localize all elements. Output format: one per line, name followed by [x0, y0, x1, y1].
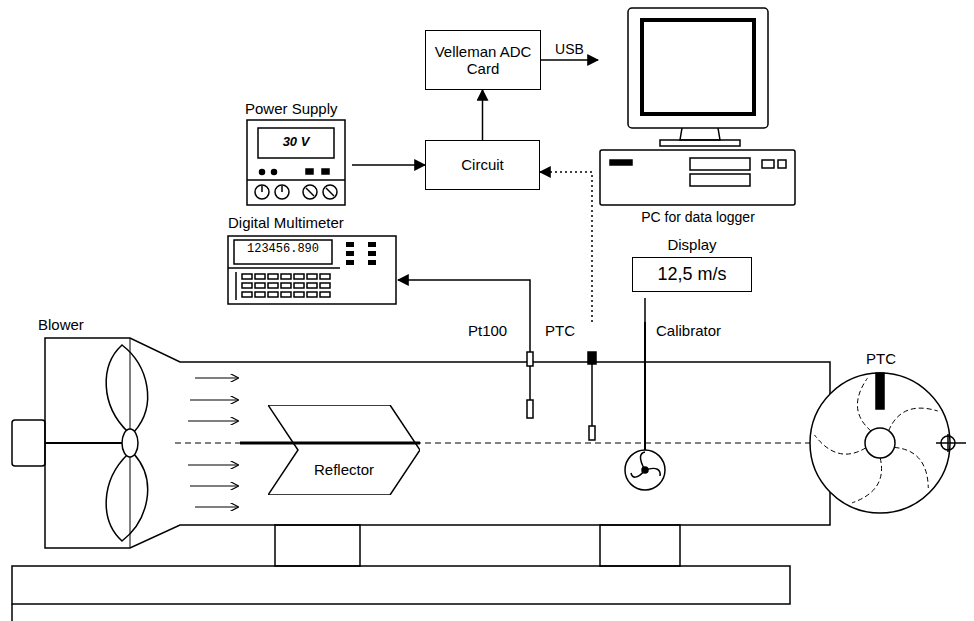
pt100-probe	[527, 322, 533, 418]
connector	[352, 164, 425, 166]
power-supply-illustration	[247, 120, 345, 205]
calibrator-anemometer	[625, 322, 665, 490]
node-label: Digital Multimeter	[228, 214, 396, 231]
speed-display: Display 12,5 m/s	[632, 236, 754, 298]
ptc-sensor	[588, 352, 596, 440]
center-line	[175, 443, 832, 444]
tunnel-end-view	[810, 373, 966, 513]
node-label: Velleman ADC Card	[430, 43, 536, 78]
node-label: Reflector	[298, 461, 390, 478]
power-supply: Power Supply 30 V	[245, 100, 352, 210]
node-value: 123456.890	[235, 243, 331, 257]
node-value: 12,5 m/s	[632, 257, 752, 292]
connector	[540, 172, 592, 322]
tunnel-housing	[12, 338, 830, 621]
pc-illustration	[600, 8, 795, 205]
node-label: Calibrator	[656, 322, 736, 339]
reflector: Reflector	[268, 405, 420, 495]
ptc-sensor: PTC	[545, 322, 605, 452]
node-label: Circuit	[461, 156, 504, 173]
ptc-label: PTC	[866, 350, 896, 367]
multimeter-illustration	[228, 236, 396, 304]
node-value: 30 V	[258, 135, 334, 150]
connector	[541, 59, 598, 61]
connector	[398, 280, 530, 322]
node-label: PC for data logger	[598, 209, 798, 225]
connector-label: USB	[553, 41, 586, 57]
connector	[482, 90, 484, 140]
pc-data-logger: PC for data logger	[598, 6, 800, 228]
circuit-box: Circuit	[425, 140, 540, 190]
adc-card-box: Velleman ADC Card	[425, 30, 541, 90]
reflector-shape	[268, 405, 420, 495]
blower-fan	[12, 345, 148, 541]
digital-multimeter: Digital Multimeter 123456.890	[228, 214, 398, 304]
node-label: Display	[632, 236, 752, 253]
reflector-rod	[240, 442, 268, 445]
calibrator: Calibrator	[636, 322, 738, 492]
blower-label: Blower	[38, 316, 84, 333]
node-label: Pt100	[468, 322, 520, 339]
node-label: Power Supply	[245, 100, 350, 117]
node-label: PTC	[545, 322, 587, 339]
connector	[644, 298, 646, 322]
pt100-sensor: Pt100	[468, 322, 538, 422]
